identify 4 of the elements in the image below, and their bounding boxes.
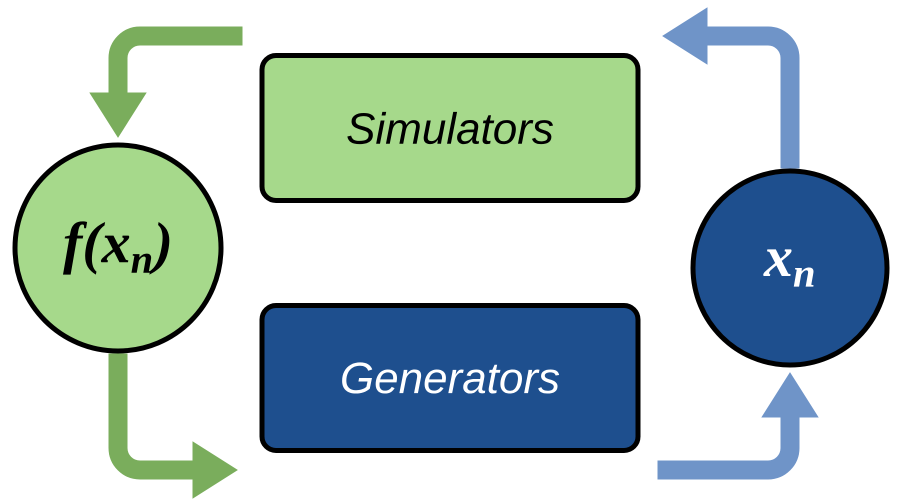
circle-node: f(x$_{n}$) <box>12 142 224 354</box>
process-box: Simulators <box>260 53 640 203</box>
circle-node: x$_{n}$ <box>690 168 890 368</box>
process-box: Generators <box>260 303 640 453</box>
